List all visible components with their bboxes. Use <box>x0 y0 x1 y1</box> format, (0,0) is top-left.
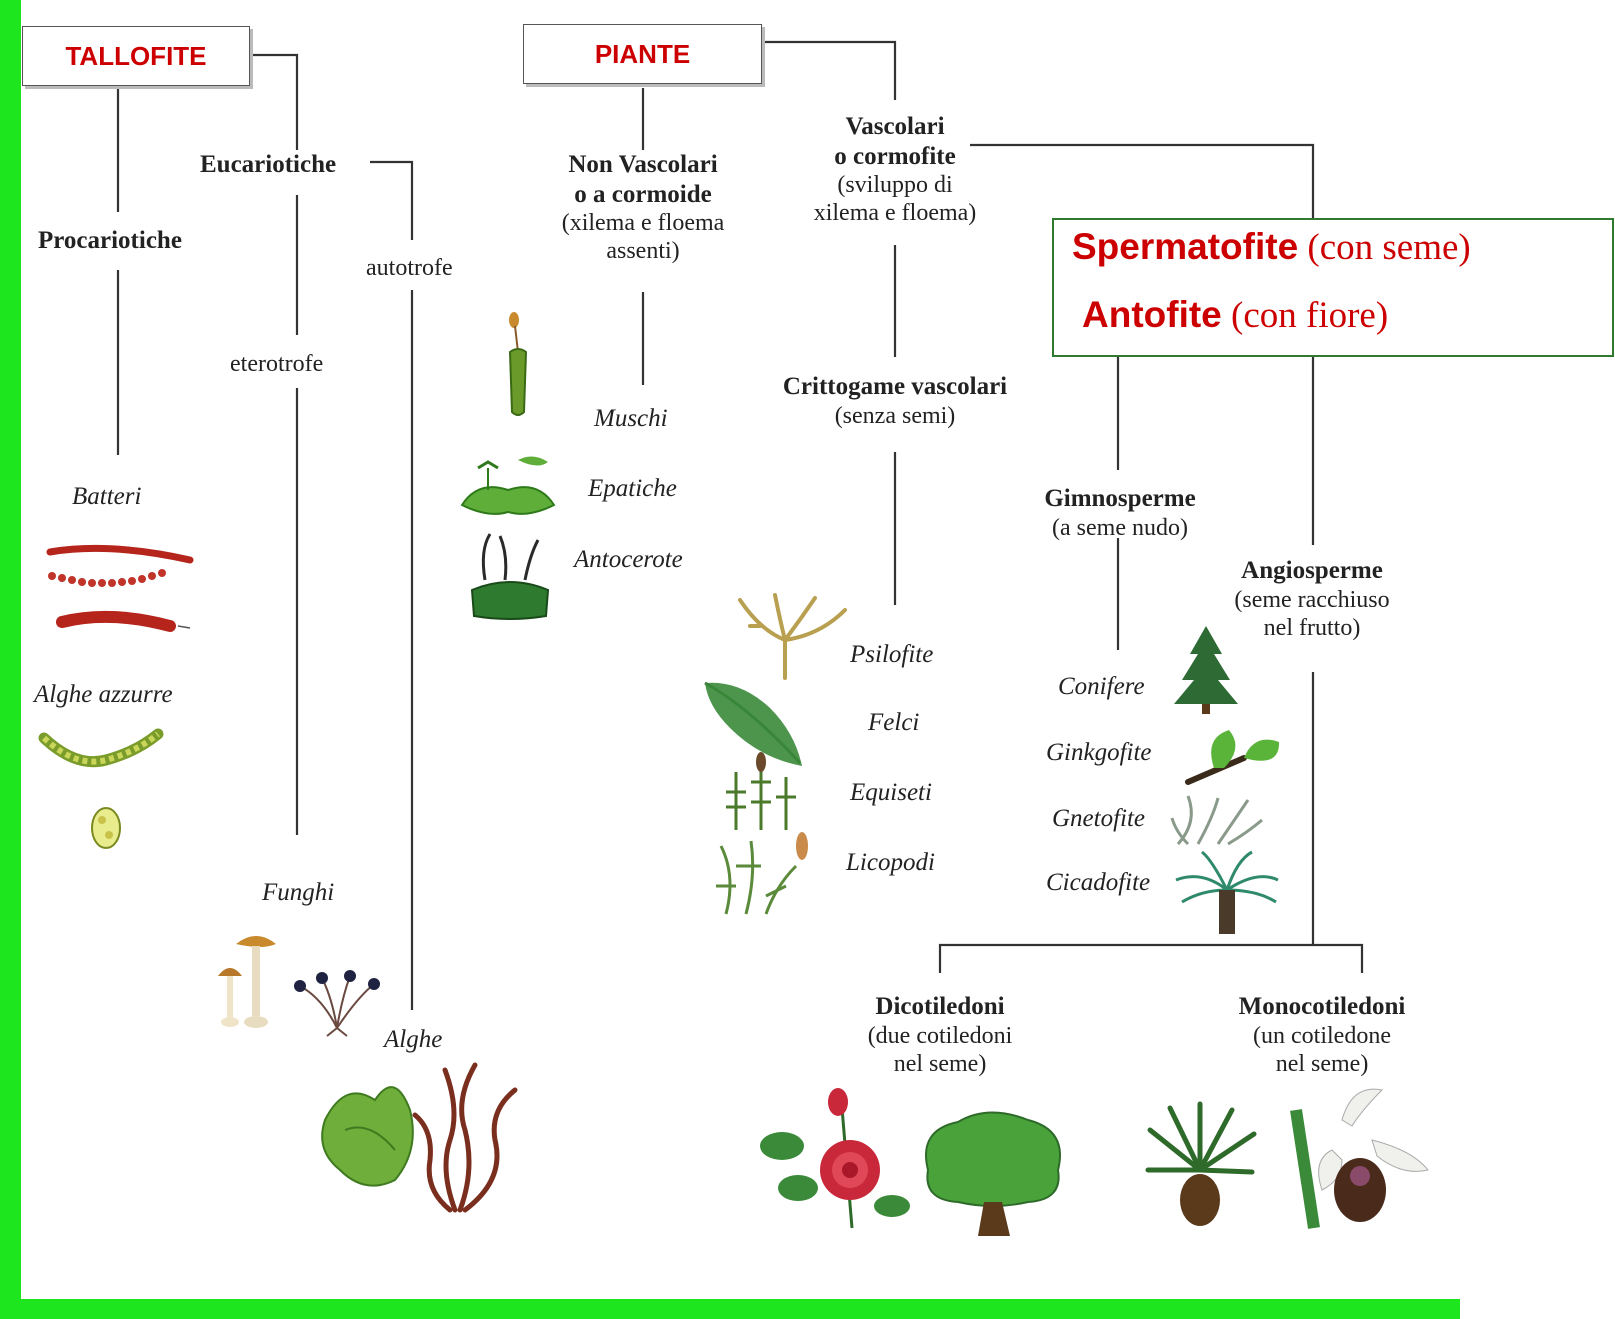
green-frame-left <box>0 0 21 1319</box>
cycad-illustration <box>1175 850 1279 934</box>
non-vascolari-note-1: (xilema e floema <box>561 210 725 236</box>
hornwort-illustration <box>470 533 550 620</box>
licopodi-label: Licopodi <box>846 849 935 876</box>
spermatofite-line: Spermatofite (con seme) <box>1072 228 1471 266</box>
angiosperme-label: Angiosperme (seme racchiuso nel frutto) <box>1222 556 1402 642</box>
algae-illustration <box>321 1062 518 1213</box>
alghe-label: Alghe <box>384 1026 443 1053</box>
moss-illustration <box>508 312 528 416</box>
antofite-note: (con fiore) <box>1221 295 1389 336</box>
gimnosperme-title: Gimnosperme <box>1044 485 1196 512</box>
vascolari-subtitle: o cormofite <box>834 142 956 170</box>
rose-illustration <box>760 1088 910 1229</box>
mold-illustration <box>294 970 380 1037</box>
clubmoss-illustration <box>716 832 808 915</box>
vascolari-label: Vascolari o cormofite (sviluppo di xilem… <box>790 112 1000 228</box>
spermatofite-note: (con seme) <box>1298 227 1471 268</box>
eterotrofe-label: eterotrofe <box>230 351 324 377</box>
fern-illustration <box>704 681 802 766</box>
cicadofite-label: Cicadofite <box>1046 869 1151 896</box>
conifere-label: Conifere <box>1058 673 1145 700</box>
dicotiledoni-title: Dicotiledoni <box>875 993 1005 1020</box>
tallofite-box: TALLOFITE <box>22 26 250 86</box>
blue-algae-illustration <box>38 728 164 849</box>
monocotiledoni-note-1: (un cotiledone <box>1253 1022 1391 1049</box>
dicotiledoni-label: Dicotiledoni (due cotiledoni nel seme) <box>840 992 1040 1078</box>
gimnosperme-label: Gimnosperme (a seme nudo) <box>1020 484 1220 542</box>
monocotiledoni-note-2: nel seme) <box>1275 1050 1369 1077</box>
monocotiledoni-title: Monocotiledoni <box>1238 993 1406 1020</box>
vascolari-note-2: xilema e floema) <box>813 200 977 227</box>
autotrofe-label: autotrofe <box>366 255 453 281</box>
vascolari-note-1: (sviluppo di <box>837 172 953 198</box>
spermatofite-box <box>1052 218 1614 357</box>
non-vascolari-title: Non Vascolari <box>568 151 718 178</box>
palm-illustration <box>1145 1101 1257 1226</box>
monocotiledoni-label: Monocotiledoni (un cotiledone nel seme) <box>1222 992 1422 1078</box>
angiosperme-note-1: (seme racchiuso <box>1234 586 1390 613</box>
non-vascolari-subtitle: o a cormoide <box>574 180 712 208</box>
tree-illustration <box>925 1111 1061 1236</box>
vascolari-title: Vascolari <box>845 113 945 140</box>
antofite-line: Antofite (con fiore) <box>1082 296 1388 334</box>
psilophyte-illustration <box>738 593 847 680</box>
mushroom-illustration <box>218 936 276 1028</box>
crittogame-label: Crittogame vascolari (senza semi) <box>750 372 1040 430</box>
psilofite-label: Psilofite <box>850 641 934 668</box>
piante-box: PIANTE <box>523 24 762 84</box>
bacteria-illustration <box>46 544 194 632</box>
epatiche-label: Epatiche <box>588 475 677 502</box>
angiosperme-note-2: nel frutto) <box>1263 614 1361 641</box>
piante-label: PIANTE <box>594 38 691 69</box>
dicotiledoni-note-2: nel seme) <box>893 1050 987 1077</box>
ginkgofite-label: Ginkgofite <box>1046 739 1152 766</box>
funghi-label: Funghi <box>262 879 335 906</box>
crittogame-note: (senza semi) <box>834 402 956 429</box>
liverwort-illustration <box>460 456 556 515</box>
batteri-label: Batteri <box>72 483 142 510</box>
dicotiledoni-note-1: (due cotiledoni <box>867 1022 1013 1049</box>
antocerote-label: Antocerote <box>574 546 683 573</box>
non-vascolari-label: Non Vascolari o a cormoide (xilema e flo… <box>533 150 753 266</box>
muschi-label: Muschi <box>594 405 668 432</box>
procariotiche-label: Procariotiche <box>38 227 182 254</box>
gnetophyte-illustration <box>1170 795 1263 846</box>
horsetail-illustration <box>726 752 796 830</box>
gnetofite-label: Gnetofite <box>1052 805 1146 832</box>
angiosperme-title: Angiosperme <box>1241 557 1383 584</box>
alghe-azzurre-label: Alghe azzurre <box>34 681 173 708</box>
ginkgo-illustration <box>1185 730 1280 785</box>
felci-label: Felci <box>868 709 920 736</box>
spermatofite-title: Spermatofite <box>1072 226 1299 267</box>
antofite-title: Antofite <box>1082 294 1222 335</box>
equiseti-label: Equiseti <box>850 779 932 806</box>
green-frame-bottom <box>0 1299 1460 1319</box>
orchid-illustration <box>1290 1088 1429 1229</box>
crittogame-title: Crittogame vascolari <box>782 373 1008 400</box>
eucariotiche-label: Eucariotiche <box>200 151 337 178</box>
non-vascolari-note-2: assenti) <box>606 238 680 265</box>
tallofite-label: TALLOFITE <box>65 40 207 71</box>
conifer-illustration <box>1174 626 1238 714</box>
gimnosperme-note: (a seme nudo) <box>1052 514 1188 541</box>
